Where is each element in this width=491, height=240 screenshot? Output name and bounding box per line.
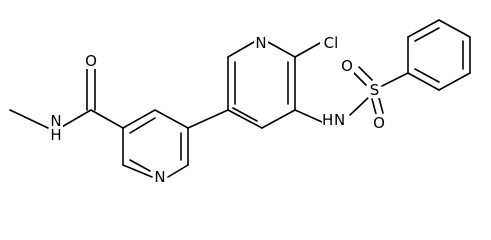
atom-n-sulfonamide: H N [322,111,349,129]
molecule-structure: N Cl N N H O H N S [9,19,471,186]
bond-ph-inner-1 [414,27,440,42]
svg-text:N: N [334,111,345,129]
bond-carbonyl-ring [90,109,124,129]
bond-ph-inner-3 [414,68,440,83]
svg-text:O: O [373,114,385,132]
atom-o-sulfonyl-bottom: O [372,114,386,132]
bond-methyl-n [9,109,49,129]
bond-ringA-1 [122,109,156,129]
bond-ringB-5 [261,109,296,129]
bond-ringA-5 [122,164,153,178]
bond-ph-6 [407,72,440,91]
atom-h-amide: H [49,126,63,144]
svg-text:S: S [370,81,380,99]
bond-ph-2 [407,19,440,38]
atom-n-pyridine-bottom: N [153,168,167,186]
bond-layer [9,19,471,178]
atom-sulfur: S [368,81,381,99]
svg-text:O: O [341,57,353,75]
bond-ph-3 [438,19,471,38]
bond-biaryl [187,109,229,129]
atom-n-amide: N [49,112,63,130]
svg-text:N: N [255,34,266,52]
bond-s-o-top-2 [358,66,373,81]
bond-ringB-2 [227,41,255,58]
bond-s-o-top-1 [352,71,367,86]
bond-ringB-6 [227,109,263,129]
atom-n-pyridine-top: N [254,34,268,52]
atom-o-amide: O [84,52,98,70]
bond-ringA-inner-1 [129,117,156,134]
bond-ringA-2 [154,109,189,129]
bond-s-phenyl [381,72,409,87]
bond-c-nh [294,109,323,123]
bond-nh-s [349,97,369,116]
bond-c-cl [294,42,321,58]
atom-chlorine: Cl [320,34,342,52]
bond-ringB-3 [267,41,296,58]
bond-n-carbonyl [59,109,92,129]
svg-text:O: O [85,52,97,70]
bond-ph-5 [438,72,471,91]
atom-label-layer: N Cl N N H O H N S [49,34,386,186]
bond-s-o-bottom-1 [371,98,377,115]
svg-text:H: H [50,126,61,144]
svg-text:N: N [154,168,165,186]
bond-ringA-inner-3 [129,159,151,172]
bond-ringB-inner-3 [232,107,258,122]
bond-s-o-bottom-2 [378,97,384,114]
atom-o-sulfonyl-top: O [340,57,354,75]
bond-ringA-4 [167,164,189,178]
svg-text:H: H [322,111,333,129]
svg-text:Cl: Cl [324,34,339,52]
svg-text:N: N [50,112,61,130]
